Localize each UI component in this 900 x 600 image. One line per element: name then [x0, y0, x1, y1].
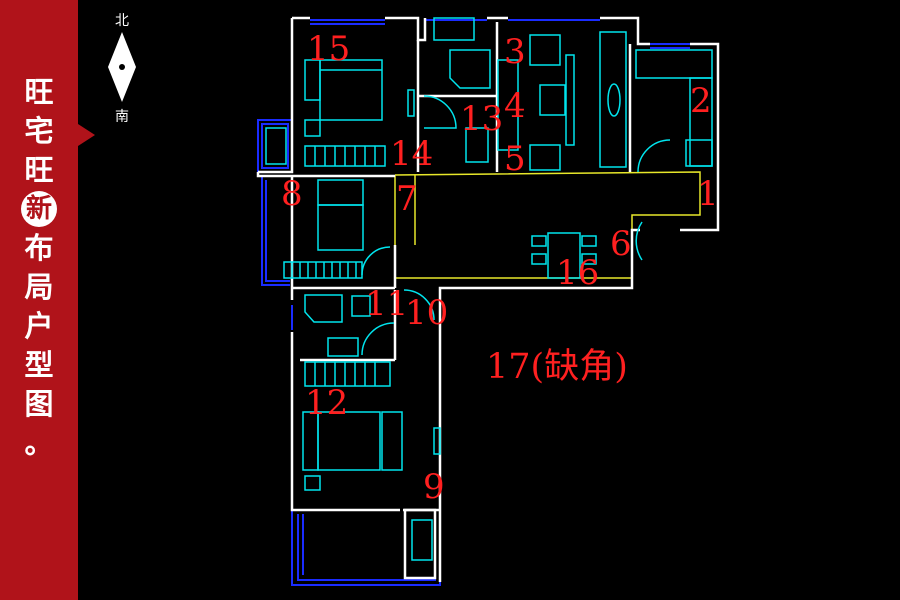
room-label-6: 6: [610, 224, 632, 264]
banner-char: 旺: [24, 75, 54, 109]
missing-corner-label: 17(缺角): [486, 347, 628, 387]
room-label-4: 4: [504, 86, 526, 126]
banner-char: 图: [24, 387, 54, 421]
banner-char: 旺: [24, 153, 54, 187]
room-label-2: 2: [690, 81, 712, 121]
room-label-13: 13: [460, 99, 503, 139]
banner-char: 局: [24, 270, 54, 304]
room-label-1: 1: [697, 174, 719, 214]
room-label-8: 8: [281, 174, 303, 214]
banner-char: 宅: [24, 114, 54, 148]
banner-arrow-icon: [78, 124, 95, 146]
room-label-3: 3: [504, 32, 526, 72]
compass-north-label: 北: [115, 13, 129, 29]
room-label-11: 11: [365, 284, 408, 324]
compass: 北 南: [102, 6, 142, 126]
banner-title: 旺 宅 旺 新 布 局 户 型 图 。: [0, 74, 78, 464]
room-label-7: 7: [396, 179, 418, 219]
banner-char-highlight: 新: [21, 191, 57, 227]
banner-char: 型: [24, 348, 54, 382]
room-label-15: 15: [307, 29, 350, 69]
room-label-5: 5: [504, 139, 526, 179]
banner-char: 。: [24, 426, 54, 460]
room-label-12: 12: [305, 383, 348, 423]
compass-south-label: 南: [115, 109, 129, 125]
room-labels: 1 2 3 4 5 6 7 8 9 10 11 12 13 14 15 16 1…: [281, 29, 719, 507]
title-banner: 旺 宅 旺 新 布 局 户 型 图 。: [0, 0, 78, 600]
room-label-16: 16: [556, 253, 599, 293]
banner-char: 布: [24, 231, 54, 265]
banner-char: 户: [24, 309, 54, 343]
room-label-10: 10: [405, 293, 448, 333]
room-label-14: 14: [390, 134, 433, 174]
compass-needle-icon: [108, 32, 136, 102]
room-label-9: 9: [423, 467, 445, 507]
furniture-outlines: [265, 17, 713, 561]
window-lines: [257, 19, 690, 586]
wall-lines: [256, 16, 720, 582]
